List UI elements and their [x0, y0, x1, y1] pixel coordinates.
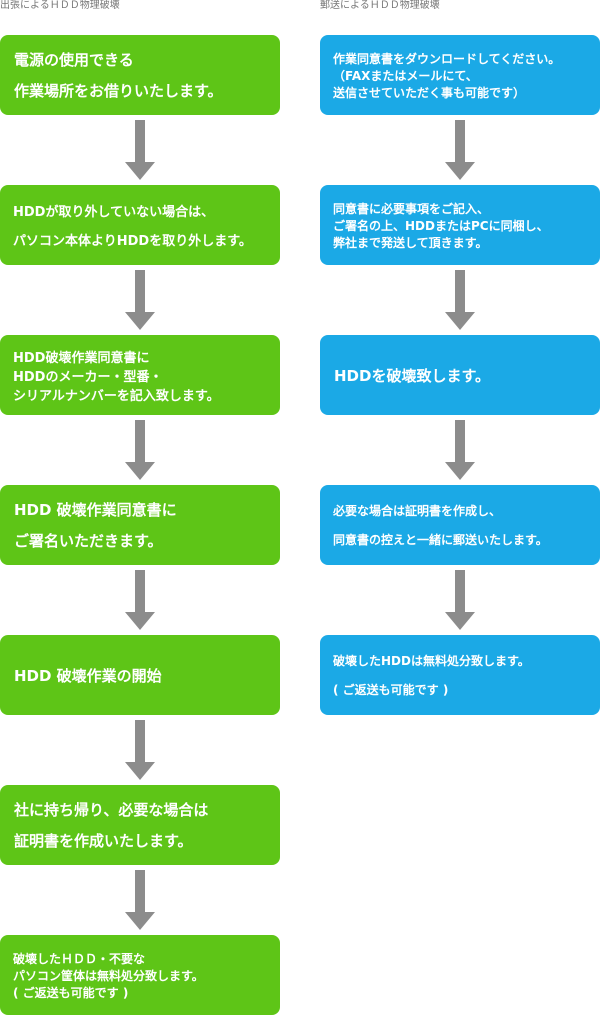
step-text: ( ご返送も可能です ): [333, 683, 449, 697]
down-arrow-icon: [445, 270, 475, 330]
step-text: 社に持ち帰り、必要な場合は: [14, 801, 209, 819]
step-text: 電源の使用できる: [14, 51, 134, 69]
step-text: パソコン筐体は無料処分致します。: [13, 968, 204, 983]
down-arrow-icon: [125, 720, 155, 780]
step-text: 破壊したＨＤＤ・不要な: [13, 951, 146, 966]
step-text: 同意書の控えと一緒に郵送いたします。: [333, 533, 548, 547]
down-arrow-icon: [445, 120, 475, 180]
step-text: 証明書を作成いたします。: [14, 832, 193, 850]
step-text: ご署名の上、HDDまたはPCに同梱し、: [333, 218, 549, 233]
step-text: HDD 破壊作業同意書に: [14, 501, 177, 519]
step-text: HDD 破壊作業の開始: [14, 666, 162, 685]
right-step-2: 同意書に必要事項をご記入、 ご署名の上、HDDまたはPCに同梱し、 弊社まで発送…: [320, 185, 600, 265]
down-arrow-icon: [125, 570, 155, 630]
step-text: 送信させていただく事も可能です）: [333, 85, 526, 100]
right-column-title: 郵送によるＨＤＤ物理破壊: [320, 0, 440, 11]
step-text: HDD破壊作業同意書に: [13, 350, 150, 366]
step-text: HDDを破壊致します。: [334, 366, 490, 385]
right-step-3: HDDを破壊致します。: [320, 335, 600, 415]
step-text: ( ご返送も可能です ): [13, 985, 129, 1000]
step-text: HDDのメーカー・型番・: [13, 369, 163, 385]
down-arrow-icon: [125, 870, 155, 930]
down-arrow-icon: [445, 570, 475, 630]
left-step-3: HDD破壊作業同意書に HDDのメーカー・型番・ シリアルナンバーを記入致します…: [0, 335, 280, 415]
left-column-title: 出張によるＨＤＤ物理破壊: [0, 0, 120, 11]
right-step-1: 作業同意書をダウンロードしてください。 （FAXまたはメールにて、 送信させてい…: [320, 35, 600, 115]
step-text: 作業場所をお借りいたします。: [14, 82, 223, 100]
left-step-1: 電源の使用できる 作業場所をお借りいたします。: [0, 35, 280, 115]
right-step-5: 破壊したHDDは無料処分致します。 ( ご返送も可能です ): [320, 635, 600, 715]
step-text: 作業同意書をダウンロードしてください。: [333, 51, 561, 66]
left-step-6: 社に持ち帰り、必要な場合は 証明書を作成いたします。: [0, 785, 280, 865]
down-arrow-icon: [125, 270, 155, 330]
step-text: 必要な場合は証明書を作成し、: [333, 504, 502, 518]
down-arrow-icon: [125, 420, 155, 480]
step-text: パソコン本体よりHDDを取り外します。: [13, 234, 252, 249]
step-text: シリアルナンバーを記入致します。: [13, 388, 220, 404]
step-text: 弊社まで発送して頂きます。: [333, 235, 488, 250]
left-step-2: HDDが取り外していない場合は、 パソコン本体よりHDDを取り外します。: [0, 185, 280, 265]
right-step-4: 必要な場合は証明書を作成し、 同意書の控えと一緒に郵送いたします。: [320, 485, 600, 565]
step-text: （FAXまたはメールにて、: [333, 68, 478, 83]
step-text: HDDが取り外していない場合は、: [13, 205, 215, 220]
step-text: 同意書に必要事項をご記入、: [333, 201, 490, 216]
step-text: 破壊したHDDは無料処分致します。: [333, 654, 530, 668]
left-step-7: 破壊したＨＤＤ・不要な パソコン筐体は無料処分致します。 ( ご返送も可能です …: [0, 935, 280, 1015]
left-step-5: HDD 破壊作業の開始: [0, 635, 280, 715]
down-arrow-icon: [445, 420, 475, 480]
left-step-4: HDD 破壊作業同意書に ご署名いただきます。: [0, 485, 280, 565]
down-arrow-icon: [125, 120, 155, 180]
step-text: ご署名いただきます。: [14, 532, 163, 550]
